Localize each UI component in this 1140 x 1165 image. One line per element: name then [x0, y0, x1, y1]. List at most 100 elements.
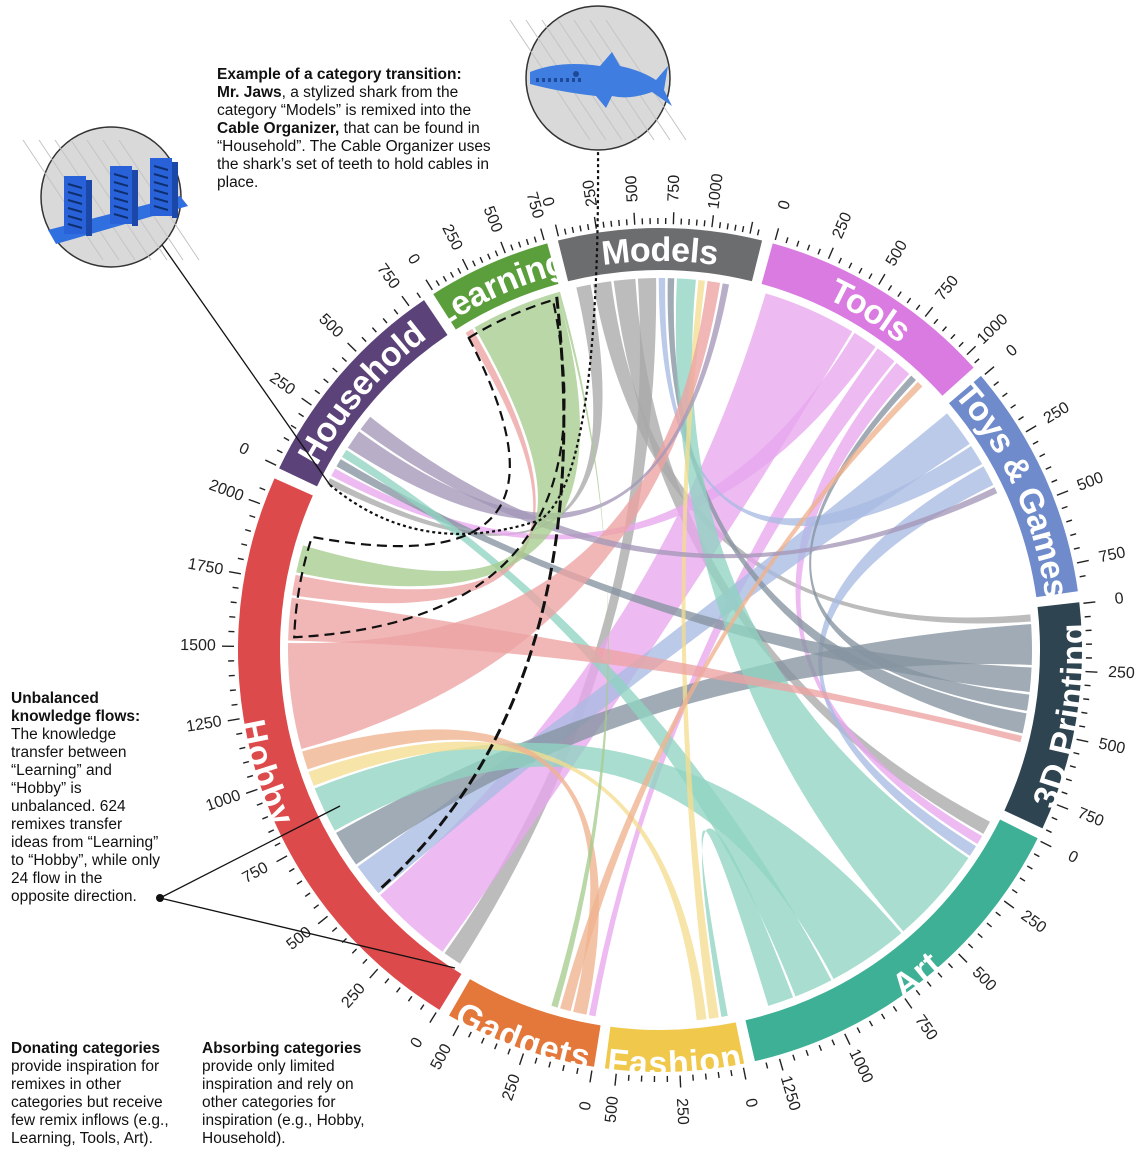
tick-label: 0 [775, 198, 794, 211]
transition-text2: that can be found in “Household”. The Ca… [217, 120, 491, 191]
tick-label: 250 [580, 179, 601, 208]
tick-mark [241, 543, 248, 547]
tick-mark [393, 309, 399, 315]
tick-mark [237, 557, 244, 561]
flow-art-to-fashion [701, 828, 794, 1017]
tick-label: 0 [540, 195, 559, 208]
tick-mark [382, 317, 388, 324]
tick-mark [256, 802, 263, 806]
tick-label: 250 [499, 1072, 524, 1103]
tick-mark [958, 341, 964, 348]
tick-mark [232, 586, 239, 589]
flow-learning-to-hobby [296, 292, 581, 587]
tick-label: 750 [373, 261, 403, 293]
arc-hobby[interactable] [237, 478, 462, 1010]
tick-mark [416, 292, 422, 299]
tick-mark [341, 356, 347, 363]
callout-dot [156, 894, 164, 902]
tick-mark [774, 228, 780, 241]
tick-label: 0 [742, 1097, 760, 1109]
tick-label: 750 [240, 859, 272, 887]
tick-label: 250 [1018, 907, 1050, 937]
tick-mark [384, 978, 390, 984]
tick-mark [977, 933, 983, 939]
tick-mark [1032, 440, 1039, 445]
tick-mark [313, 904, 320, 909]
tick-mark [301, 397, 312, 406]
flow-hobby-to-3d-printing [288, 597, 1022, 743]
tick-mark [878, 273, 886, 285]
tick-mark [765, 1062, 769, 1069]
tick-mark [472, 260, 476, 267]
donating-text: provide inspiration for remixes in other… [11, 1058, 169, 1147]
tick-label: 250 [438, 222, 465, 254]
tick-mark [510, 244, 514, 251]
tick-mark [947, 963, 954, 969]
tick-label: 500 [1097, 735, 1127, 757]
tick-mark [1033, 853, 1040, 858]
tick-mark [525, 238, 530, 246]
arc-fashion[interactable] [604, 1022, 745, 1072]
tick-mark [1061, 791, 1068, 795]
tick-mark [1039, 453, 1046, 458]
flow-fashion-to-hobby [308, 741, 707, 1021]
tick-mark [679, 1075, 682, 1088]
tick-mark [805, 1049, 809, 1057]
arc-toys-games[interactable] [948, 375, 1078, 598]
tick-mark [449, 271, 455, 278]
arc-learning[interactable] [433, 243, 559, 330]
flow-tools-to-art [795, 362, 983, 845]
callout-lines [156, 149, 600, 969]
tick-label: 750 [523, 190, 547, 220]
tick-label: 250 [829, 210, 855, 241]
transition-note: Example of a category transition: Mr. Ja… [217, 66, 497, 192]
tick-label: 2000 [207, 477, 246, 505]
arc-art[interactable] [745, 819, 1038, 1062]
tick-label: 250 [1108, 664, 1136, 682]
donating-title: Donating categories [11, 1040, 160, 1057]
tick-mark [610, 220, 613, 227]
tick-mark [480, 1037, 485, 1044]
tick-label: 0 [236, 440, 251, 459]
tick-mark [966, 345, 977, 356]
transition-target: Cable Organizer, [217, 120, 340, 137]
tick-label: 500 [480, 204, 506, 235]
tick-mark [1079, 575, 1086, 578]
tick-mark [806, 244, 811, 251]
unbalanced-title: Unbalanced knowledge flows: [11, 690, 141, 725]
tick-mark [868, 273, 873, 280]
tick-mark [703, 220, 706, 227]
tick-mark [778, 1058, 784, 1071]
tick-mark [296, 880, 303, 885]
unbalanced-note: Unbalanced knowledge flows: The knowledg… [11, 690, 161, 906]
tick-mark [435, 280, 440, 286]
tick-mark [704, 1073, 707, 1080]
arc-gadgets[interactable] [449, 979, 601, 1067]
tick-label: 1000 [845, 1046, 876, 1086]
tick-mark [1002, 392, 1008, 398]
absorbing-text: provide only limited inspiration and rel… [202, 1058, 365, 1147]
tick-mark [1026, 865, 1033, 870]
tick-mark [1073, 751, 1080, 755]
arc-3d-printing[interactable] [1004, 602, 1082, 829]
tick-mark [906, 297, 912, 304]
arc-tools[interactable] [761, 243, 974, 396]
tick-mark [887, 284, 893, 291]
tick-label: 750 [1097, 544, 1127, 566]
tick-mark [276, 449, 283, 454]
tick-mark [467, 1031, 472, 1038]
tick-mark [818, 1044, 823, 1051]
callout-path-shark [329, 149, 600, 535]
arc-models[interactable] [557, 228, 763, 282]
tick-mark [487, 253, 491, 260]
tick-label: 500 [602, 1095, 622, 1123]
absorbing-note: Absorbing categories provide only limite… [202, 1040, 377, 1148]
transition-title: Example of a category transition: [217, 66, 462, 83]
tick-mark [429, 1012, 437, 1024]
arc-household[interactable] [279, 300, 448, 487]
tick-label: 0 [1114, 590, 1125, 608]
tick-mark [248, 498, 261, 505]
tick-mark [741, 226, 745, 233]
tick-mark [1051, 816, 1058, 821]
tick-mark [452, 1025, 460, 1037]
